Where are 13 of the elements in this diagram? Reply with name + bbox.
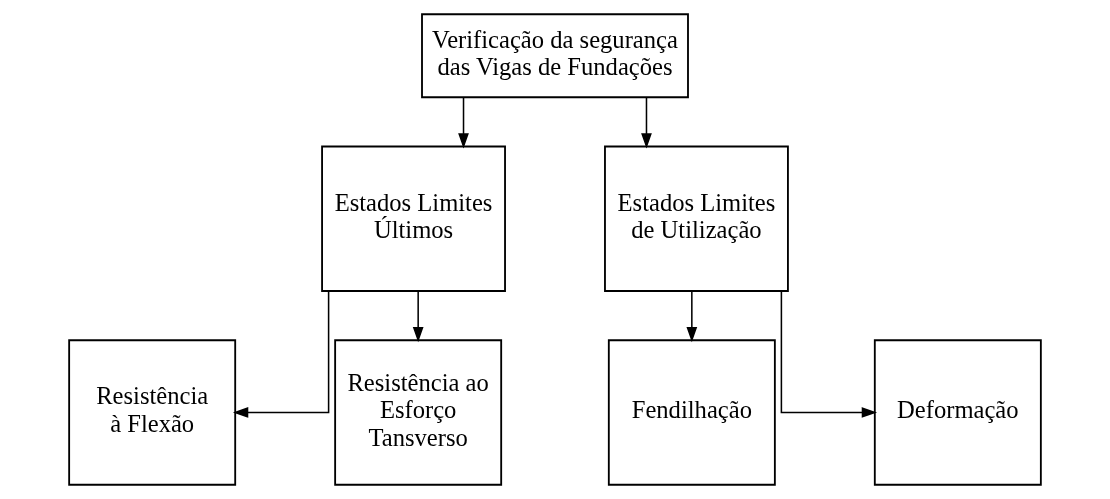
node-box: Estados Limites Últimos bbox=[321, 145, 506, 292]
node-box: Verificação da segurança das Vigas de Fundações bbox=[421, 13, 689, 99]
arrow bbox=[232, 290, 330, 418]
node-box: Fendilhação bbox=[607, 339, 776, 486]
node-box: Estados Limites de Utilização bbox=[604, 145, 789, 292]
node-box: Resistência à Flexão bbox=[68, 339, 237, 486]
arrow bbox=[458, 96, 469, 149]
arrow bbox=[641, 96, 652, 149]
arrow bbox=[412, 290, 424, 343]
arrow bbox=[686, 290, 698, 343]
node-box: Resistência ao Esforço Tansverso bbox=[334, 339, 503, 486]
arrow bbox=[780, 290, 878, 418]
node-box: Deformação bbox=[873, 339, 1042, 486]
